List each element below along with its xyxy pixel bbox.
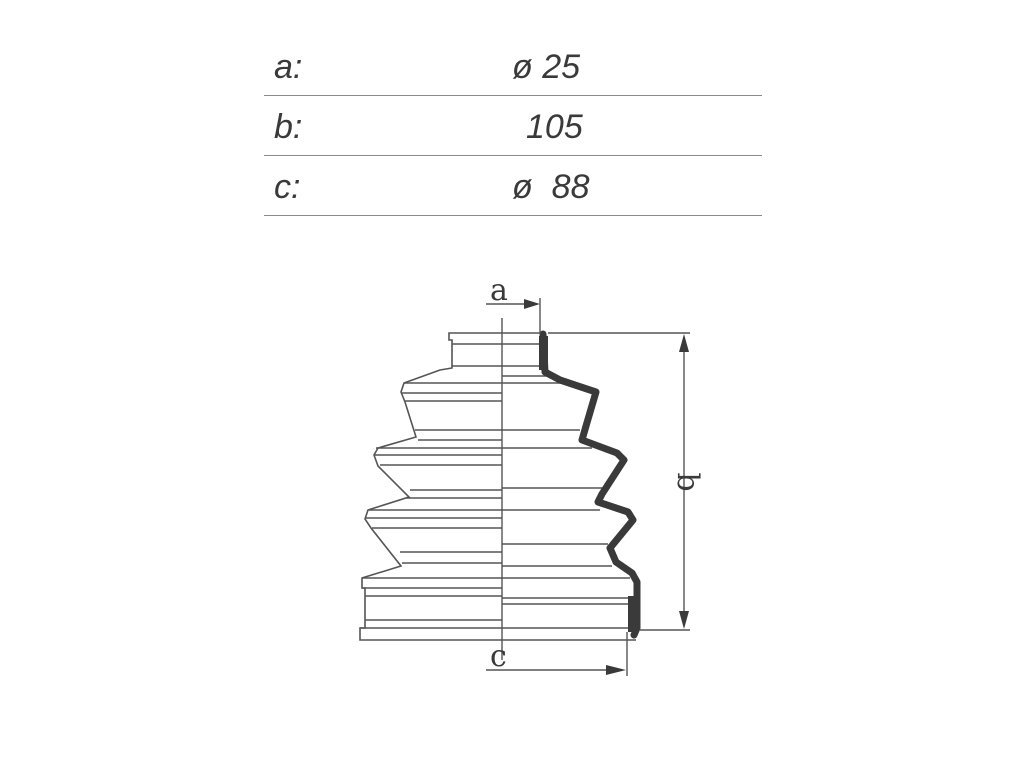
dimension-value-a: ø 25 (512, 48, 581, 86)
dimension-label-b: b: (274, 108, 303, 146)
dimension-c-label: c (490, 639, 507, 674)
dimension-value-b: 105 (526, 108, 583, 146)
boot-left-outline (359, 332, 502, 641)
dimension-table: a: ø 25 b: 105 c: ø 88 (264, 36, 762, 216)
dimension-row-c: c: ø 88 (264, 156, 762, 216)
boot-top-collar-section (539, 336, 548, 370)
dimension-label-c: c: (274, 168, 301, 206)
dimension-label-a: a: (274, 48, 303, 86)
dimension-c-arrowhead (606, 665, 626, 675)
boot-bottom-collar-section (628, 596, 638, 632)
boot-section-wall (539, 330, 641, 639)
dimension-row-b: b: 105 (264, 96, 762, 156)
dimension-a-label: a (490, 273, 508, 308)
dimension-b-arrowhead-top (679, 334, 689, 352)
dimension-b-arrowhead-bottom (679, 611, 689, 629)
dimension-b-label: b (670, 472, 705, 491)
dimension-row-a: a: ø 25 (264, 36, 762, 96)
dimension-value-c: ø 88 (512, 168, 590, 206)
dimension-a-arrowhead (524, 299, 540, 309)
